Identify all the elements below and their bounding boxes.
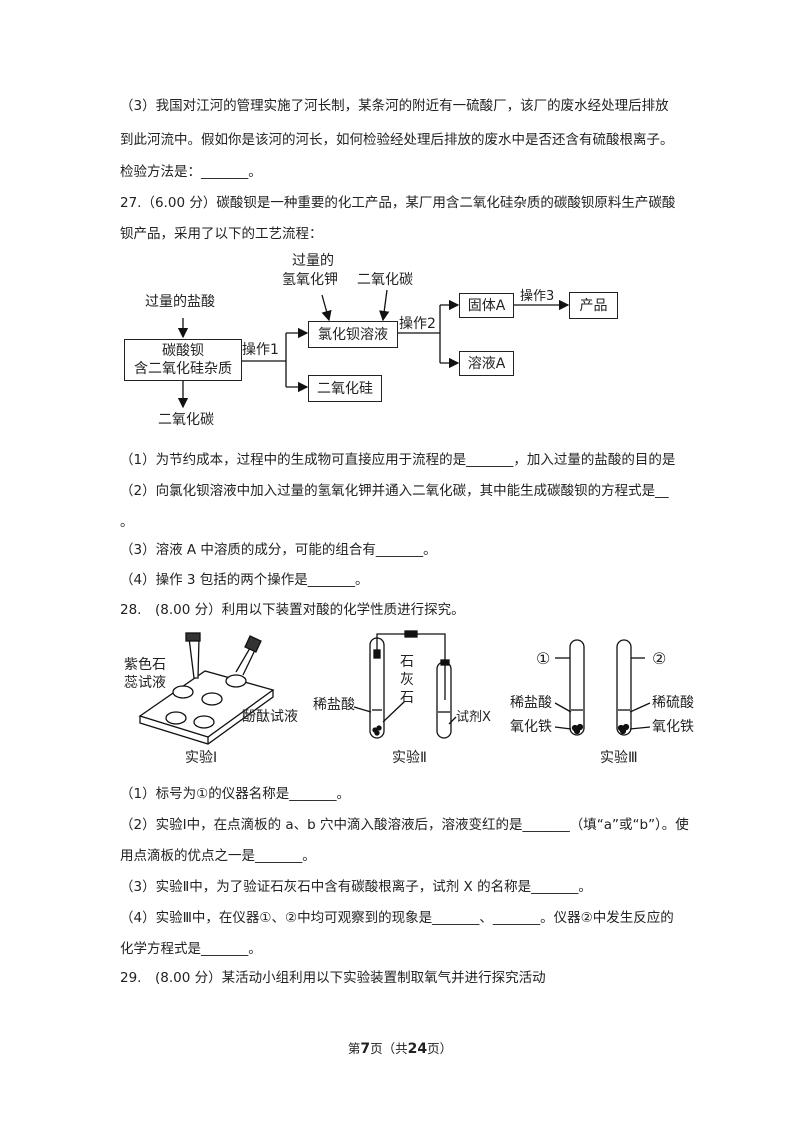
q28-sub1: （1）标号为①的仪器名称是_______。 bbox=[120, 786, 350, 802]
hcl-label: 过量的盐酸 bbox=[145, 294, 215, 310]
q26-3-line1: （3）我国对江河的管理实施了河长制，某条河的附近有一硫酸厂，该厂的废水经处理后排… bbox=[120, 98, 669, 114]
q28-sub3: （3）实验Ⅱ中，为了验证石灰石中含有碳酸根离子，试剂 X 的名称是_______… bbox=[120, 879, 592, 895]
page-footer: 第7页（共24页） bbox=[0, 1038, 800, 1057]
exp3-caption: 实验Ⅲ bbox=[600, 750, 638, 766]
koh-label-line1: 过量的 bbox=[292, 253, 334, 269]
limestone-char-3: 石 bbox=[400, 690, 414, 706]
reagent-x-label: 试剂X bbox=[456, 710, 491, 725]
footer-middle: 页（共 bbox=[370, 1041, 408, 1056]
solid-a-box: 固体A bbox=[459, 293, 514, 318]
q27-sub3: （3）溶液 A 中溶质的成分，可能的组合有_______。 bbox=[120, 542, 437, 558]
raw-material-line2: 含二氧化硅杂质 bbox=[134, 361, 232, 377]
q27-sub2-end: 。 bbox=[120, 514, 134, 530]
exp3-fe2o3-label-a: 氧化铁 bbox=[510, 719, 552, 735]
raw-material-line1: 碳酸钡 bbox=[162, 343, 204, 359]
q27-sub4: （4）操作 3 包括的两个操作是_______。 bbox=[120, 572, 369, 588]
q26-3-line3: 检验方法是：_______。 bbox=[120, 164, 262, 180]
limestone-char-1: 石 bbox=[400, 654, 414, 670]
footer-total-pages: 24 bbox=[407, 1041, 428, 1057]
q27-line2: 钡产品，采用了以下的工艺流程： bbox=[120, 226, 323, 242]
exp3-hcl-label: 稀盐酸 bbox=[510, 695, 552, 711]
footer-page-number: 7 bbox=[360, 1041, 371, 1057]
q29-line1: 29. (8.00 分）某活动小组利用以下实验装置制取氧气并进行探究活动 bbox=[120, 970, 546, 986]
solution-a-box: 溶液A bbox=[459, 351, 514, 376]
sio2-box: 二氧化硅 bbox=[308, 375, 382, 402]
exp1-caption: 实验Ⅰ bbox=[185, 750, 218, 766]
litmus-label-1: 紫色石 bbox=[124, 657, 166, 673]
q26-3-line2: 到此河流中。假如你是该河的河长，如何检验经处理后排放的废水中是否还含有硫酸根离子… bbox=[120, 132, 674, 148]
raw-material-box: 碳酸钡 含二氧化硅杂质 bbox=[124, 339, 242, 381]
q28-sub4b: 化学方程式是_______。 bbox=[120, 941, 262, 957]
exp2-caption: 实验Ⅱ bbox=[392, 750, 427, 766]
vessel-2-number: ② bbox=[652, 649, 667, 668]
op3-label: 操作3 bbox=[520, 289, 555, 304]
q27-line1: 27.（6.00 分）碳酸钡是一种重要的化工产品，某厂用含二氧化硅杂质的碳酸钡原… bbox=[120, 195, 676, 211]
apparatus-drawing bbox=[138, 630, 651, 745]
q28-sub2b: 用点滴板的优点之一是_______。 bbox=[120, 848, 316, 864]
q27-sub1: （1）为节约成本，过程中的生成物可直接应用于流程的是_______，加入过量的盐… bbox=[120, 452, 676, 468]
co2-out-label: 二氧化碳 bbox=[158, 412, 214, 428]
co2-in-label: 二氧化碳 bbox=[357, 272, 413, 288]
q28-line1: 28. (8.00 分）利用以下装置对酸的化学性质进行探究。 bbox=[120, 602, 465, 618]
footer-suffix: 页） bbox=[427, 1041, 453, 1056]
exp2-hcl-label: 稀盐酸 bbox=[313, 697, 355, 713]
vessel-1-number: ① bbox=[536, 649, 551, 668]
footer-prefix: 第 bbox=[347, 1041, 361, 1056]
q27-sub2: （2）向氯化钡溶液中加入过量的氢氧化钾并通入二氧化碳，其中能生成碳酸钡的方程式是… bbox=[120, 483, 669, 499]
q28-sub4a: （4）实验Ⅲ中，在仪器①、②中均可观察到的现象是_______、_______。… bbox=[120, 910, 674, 926]
exp3-fe2o3-label-b: 氧化铁 bbox=[652, 719, 694, 735]
litmus-label-2: 蕊试液 bbox=[124, 675, 166, 691]
phenol-label: 酚酞试液 bbox=[242, 709, 298, 725]
op1-label: 操作1 bbox=[242, 342, 279, 358]
q28-sub2a: （2）实验Ⅰ中，在点滴板的 a、b 穴中滴入酸溶液后，溶液变红的是_______… bbox=[120, 817, 689, 833]
flow-arrows bbox=[177, 289, 570, 409]
op2-label: 操作2 bbox=[399, 316, 436, 332]
product-box: 产品 bbox=[569, 292, 618, 319]
bacl2-box: 氯化钡溶液 bbox=[308, 321, 398, 348]
limestone-char-2: 灰 bbox=[400, 672, 414, 688]
exp3-h2so4-label: 稀硫酸 bbox=[652, 695, 694, 711]
koh-label-line2: 氢氧化钾 bbox=[282, 272, 338, 288]
